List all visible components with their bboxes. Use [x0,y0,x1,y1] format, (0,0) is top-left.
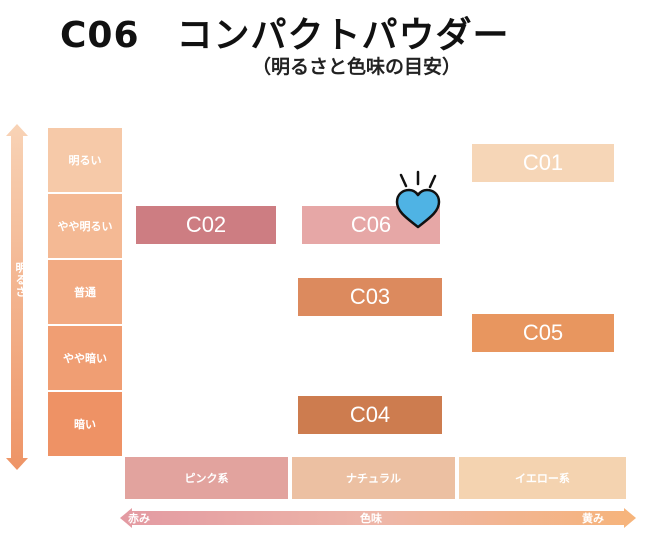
row-label-text: 暗い [74,418,96,431]
shade-label: C01 [522,150,564,175]
column-label-natural: ナチュラル [292,457,455,499]
hue-axis-arrow [120,508,636,528]
page-title: C06 コンパクトパウダー [60,15,510,56]
shade-c01: C01 [472,144,614,182]
column-label-text: ナチュラル [346,472,401,485]
row-label-text: やや暗い [63,352,107,365]
row-label-normal: 普通 [48,260,122,324]
shade-label: C04 [349,402,391,427]
shade-c02: C02 [136,206,276,244]
row-label-dark: 暗い [48,392,122,456]
brightness-axis-label: 明るさ [14,262,27,298]
hue-axis-right-label: 黄み [582,512,604,525]
column-label-yellow: イエロー系 [459,457,626,499]
shade-label: C02 [185,212,227,237]
shade-label: C03 [349,284,391,309]
row-label-bright: 明るい [48,128,122,192]
row-label-text: やや明るい [57,220,113,233]
row-label-text: 普通 [74,286,96,299]
column-label-text: イエロー系 [515,472,570,485]
shade-c04: C04 [298,396,442,434]
heart-icon [395,170,441,229]
column-label-pink: ピンク系 [125,457,288,499]
shade-label: C06 [350,212,392,237]
shade-label: C05 [522,320,564,345]
shade-c03: C03 [298,278,442,316]
hue-axis-left-label: 赤み [128,512,150,525]
column-label-text: ピンク系 [184,472,229,485]
row-label-slightly-dark: やや暗い [48,326,122,390]
hue-axis-center-label: 色味 [360,512,382,525]
row-label-text: 明るい [68,154,102,167]
brightness-axis-arrow [6,124,28,470]
shade-c05: C05 [472,314,614,352]
page-subtitle: （明るさと色味の目安） [252,56,462,78]
row-label-slightly-bright: やや明るい [48,194,122,258]
